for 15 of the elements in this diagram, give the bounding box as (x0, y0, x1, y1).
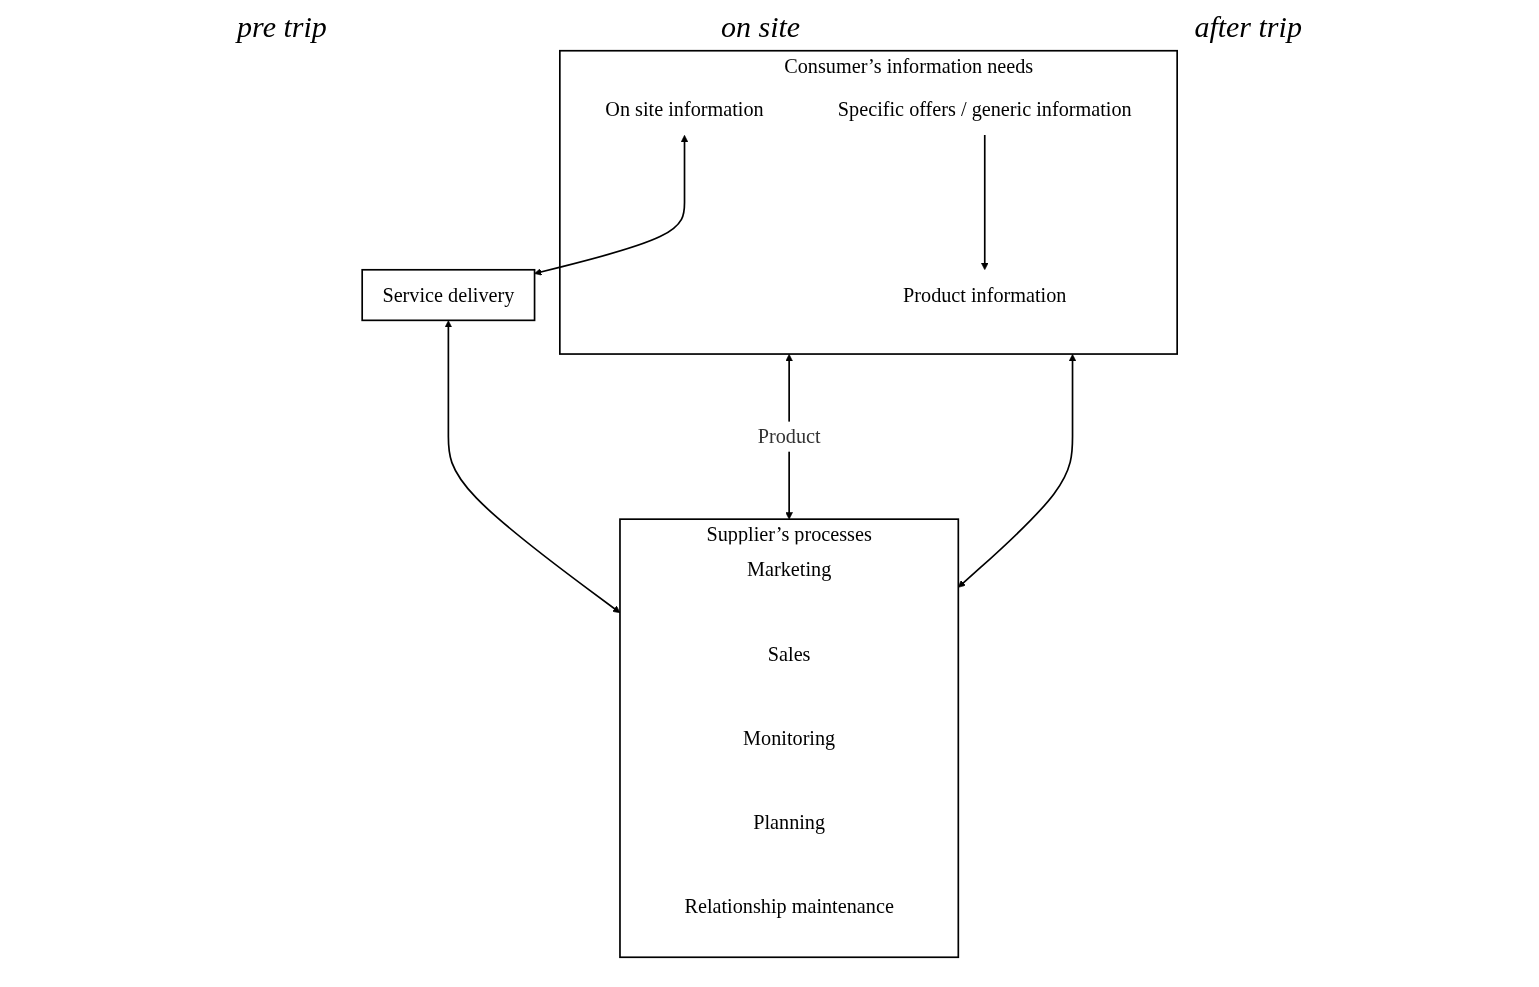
node-text: Planning (753, 811, 825, 834)
node-text: Sales (767, 643, 811, 665)
node-text: Relationship maintenance (684, 895, 894, 918)
node-text: Specific offers / generic information (837, 98, 1132, 121)
phase-label: on site (721, 10, 801, 44)
phase-label: after trip (1194, 10, 1302, 44)
node-text: On site information (605, 98, 764, 121)
edge-label: Product (757, 425, 821, 448)
node-box: Service delivery (361, 268, 536, 322)
arrow (534, 135, 689, 276)
phase-label: pre trip (237, 10, 327, 44)
node-text: Product information (902, 284, 1067, 307)
node-text: Monitoring (742, 727, 836, 750)
node-text: Marketing (746, 558, 832, 581)
arrow (980, 134, 989, 271)
